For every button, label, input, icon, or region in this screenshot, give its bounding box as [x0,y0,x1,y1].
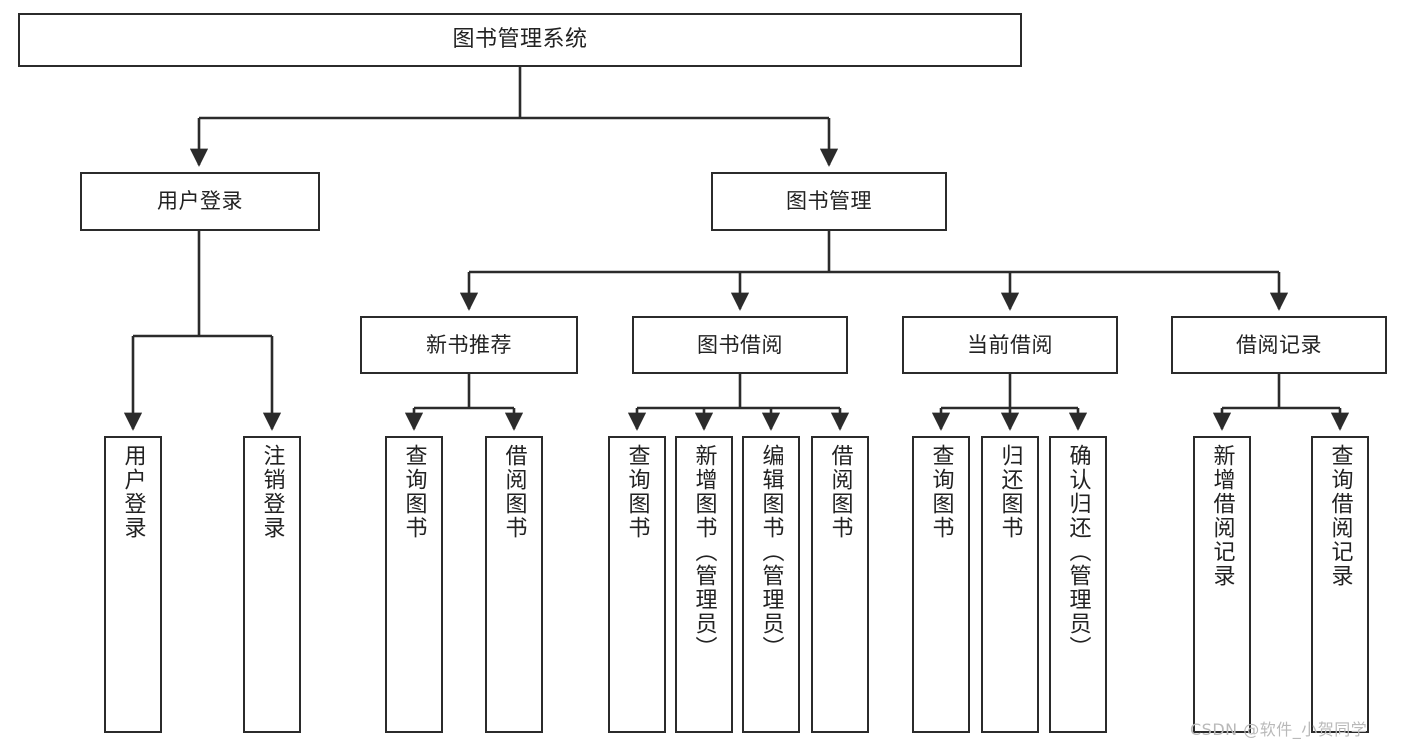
node-leaf-user-login-label: 用户登录 [120,444,146,540]
node-leaf-query-book-3-label: 查询图书 [928,444,954,540]
node-leaf-logout-label: 注销登录 [259,444,285,540]
node-new-book-rec-label: 新书推荐 [426,332,512,357]
node-leaf-confirm-return-label: 确认归还（管理员） [1065,444,1091,660]
node-leaf-return-book-label: 归还图书 [997,444,1023,540]
node-leaf-query-book-2-label: 查询图书 [624,444,650,540]
node-leaf-borrow-book-2-label: 借阅图书 [827,444,853,540]
node-leaf-query-record[interactable]: 查询借阅记录 [1311,436,1369,733]
node-leaf-query-book-1-label: 查询图书 [401,444,427,540]
node-leaf-query-book-3[interactable]: 查询图书 [912,436,970,733]
node-current-borrow-label: 当前借阅 [967,332,1053,357]
node-leaf-query-book-1[interactable]: 查询图书 [385,436,443,733]
node-leaf-borrow-book-2[interactable]: 借阅图书 [811,436,869,733]
node-root-label: 图书管理系统 [452,27,588,53]
node-current-borrow[interactable]: 当前借阅 [902,316,1118,374]
node-book-manage[interactable]: 图书管理 [711,172,947,231]
node-root[interactable]: 图书管理系统 [18,13,1022,67]
node-leaf-edit-book[interactable]: 编辑图书（管理员） [742,436,800,733]
node-user-login-label: 用户登录 [157,189,243,214]
node-leaf-add-book-label: 新增图书（管理员） [691,444,717,660]
csdn-watermark: CSDN @软件_小贺同学 [1190,720,1368,739]
node-leaf-logout[interactable]: 注销登录 [243,436,301,733]
node-new-book-rec[interactable]: 新书推荐 [360,316,578,374]
node-book-manage-label: 图书管理 [786,189,872,214]
node-leaf-borrow-book-1[interactable]: 借阅图书 [485,436,543,733]
node-book-borrow-label: 图书借阅 [697,332,783,357]
node-borrow-record-label: 借阅记录 [1236,332,1322,357]
node-leaf-query-record-label: 查询借阅记录 [1327,444,1353,588]
node-leaf-edit-book-label: 编辑图书（管理员） [758,444,784,660]
node-leaf-user-login[interactable]: 用户登录 [104,436,162,733]
node-leaf-return-book[interactable]: 归还图书 [981,436,1039,733]
node-leaf-add-book[interactable]: 新增图书（管理员） [675,436,733,733]
node-user-login[interactable]: 用户登录 [80,172,320,231]
node-leaf-query-book-2[interactable]: 查询图书 [608,436,666,733]
node-leaf-add-record[interactable]: 新增借阅记录 [1193,436,1251,733]
node-borrow-record[interactable]: 借阅记录 [1171,316,1387,374]
node-book-borrow[interactable]: 图书借阅 [632,316,848,374]
node-leaf-confirm-return[interactable]: 确认归还（管理员） [1049,436,1107,733]
node-leaf-add-record-label: 新增借阅记录 [1209,444,1235,588]
node-leaf-borrow-book-1-label: 借阅图书 [501,444,527,540]
